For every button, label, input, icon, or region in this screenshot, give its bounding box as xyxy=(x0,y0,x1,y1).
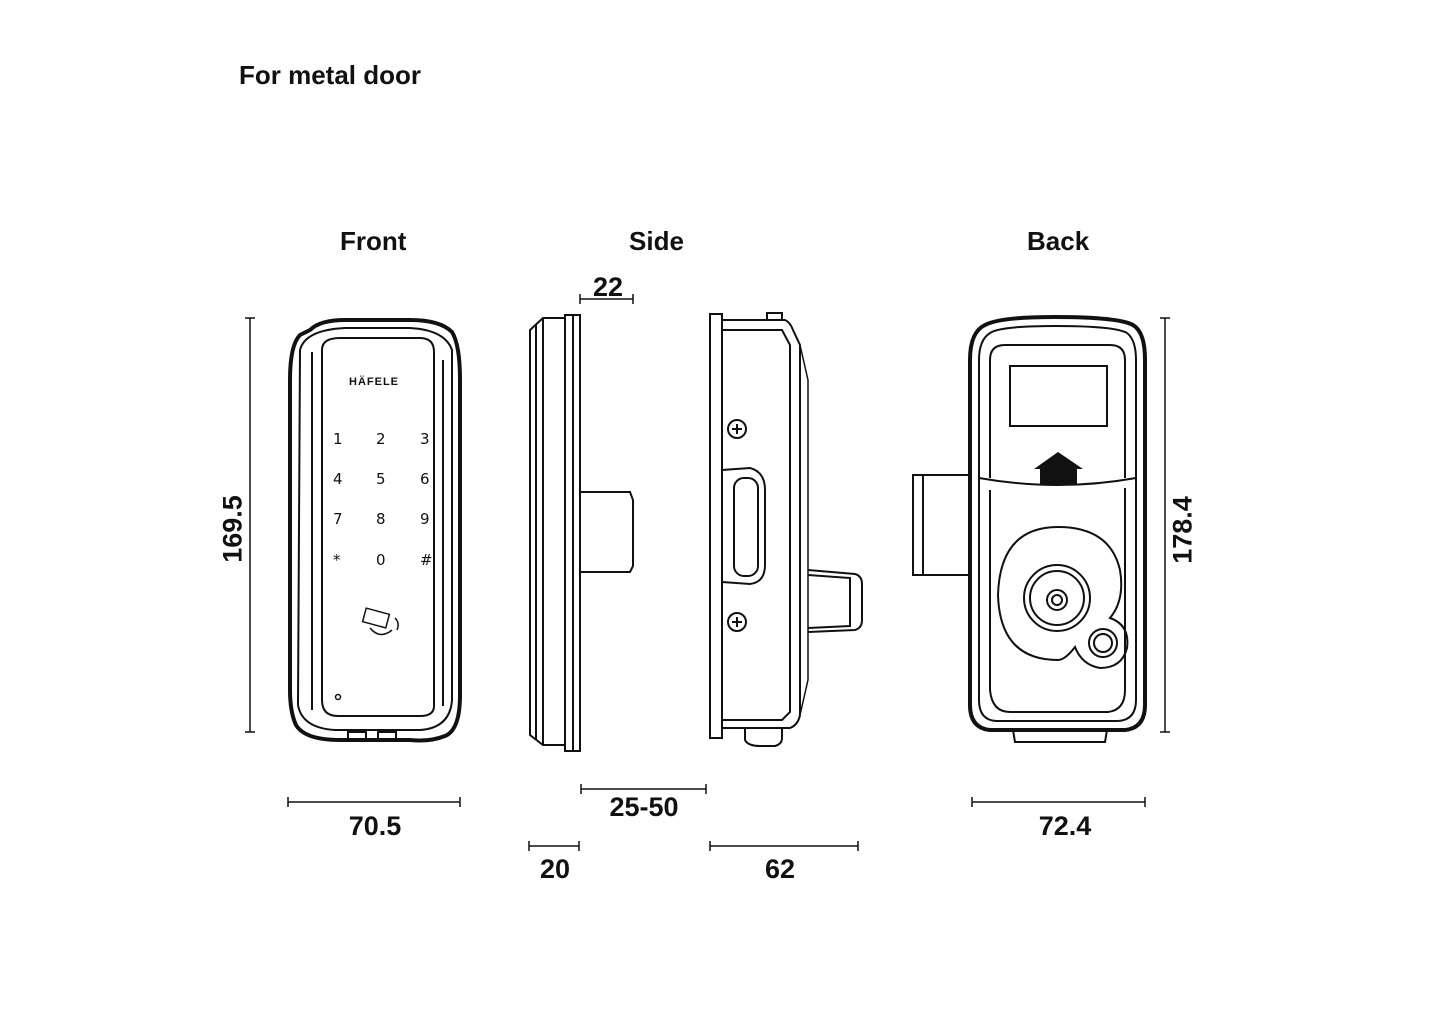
back-view-drawing xyxy=(912,314,1170,807)
page-title: For metal door xyxy=(239,60,422,90)
side-bottom-tab xyxy=(744,728,783,747)
back-bolt xyxy=(912,474,972,576)
side-back-depth-dimension-line xyxy=(709,841,859,851)
thumb-turn-icon xyxy=(996,525,1129,670)
front-bottom-tab-left xyxy=(347,731,367,741)
side-top-dimension-line xyxy=(579,294,634,304)
key-7[interactable]: 7 xyxy=(333,510,343,528)
strike-pocket xyxy=(721,466,766,586)
home-icon xyxy=(1034,452,1083,484)
back-height-dimension-line xyxy=(1160,317,1170,733)
key-1[interactable]: 1 xyxy=(333,430,343,448)
key-8[interactable]: 8 xyxy=(376,510,386,528)
side-top-label: 22 xyxy=(592,272,624,302)
thumb-turn-knob xyxy=(807,569,863,633)
key-9[interactable]: 9 xyxy=(420,510,430,528)
key-hash[interactable]: # xyxy=(420,551,433,569)
key-0[interactable]: 0 xyxy=(376,551,386,569)
side-back-depth-label: 62 xyxy=(764,854,796,884)
door-thickness-dimension-line xyxy=(580,784,707,794)
front-bottom-tab-right xyxy=(377,731,397,741)
side-front-depth-label: 20 xyxy=(539,854,571,884)
screw-bottom-icon xyxy=(727,612,747,632)
front-view-drawing: HÄFELE 1 2 3 4 5 6 7 8 9 * 0 # xyxy=(245,317,462,807)
front-face-plate xyxy=(321,337,435,717)
door-thickness-label: 25-50 xyxy=(609,792,679,822)
battery-window xyxy=(1009,365,1108,427)
back-width-dimension-line xyxy=(971,797,1146,807)
back-view-label: Back xyxy=(1027,226,1090,256)
front-height-dimension-line xyxy=(245,317,255,733)
back-inner-shell xyxy=(978,324,1137,722)
key-5[interactable]: 5 xyxy=(376,470,386,488)
side-front-depth-dimension-line xyxy=(528,841,580,851)
key-3[interactable]: 3 xyxy=(420,430,430,448)
back-outer-shell xyxy=(968,314,1147,732)
side-view-label: Side xyxy=(629,226,684,256)
side-back-unit-drawing xyxy=(709,312,863,851)
back-separator xyxy=(978,477,1137,486)
key-2[interactable]: 2 xyxy=(376,430,386,448)
back-bottom-tab xyxy=(1012,729,1108,743)
front-width-dimension-line xyxy=(287,797,461,807)
keypad: 1 2 3 4 5 6 7 8 9 * 0 # xyxy=(333,430,433,569)
brand-logo: HÄFELE xyxy=(349,375,399,388)
card-reader-icon xyxy=(361,607,399,636)
front-inner-shell xyxy=(296,327,453,731)
front-width-label: 70.5 xyxy=(348,811,402,841)
side-front-bolt xyxy=(580,491,634,573)
status-led xyxy=(334,693,342,701)
side-back-plate xyxy=(709,313,723,739)
back-width-label: 72.4 xyxy=(1038,811,1092,841)
key-6[interactable]: 6 xyxy=(420,470,430,488)
key-star[interactable]: * xyxy=(333,551,341,569)
side-door-plate xyxy=(572,314,581,752)
side-front-unit-drawing xyxy=(528,294,707,851)
key-4[interactable]: 4 xyxy=(333,470,343,488)
screw-top-icon xyxy=(727,419,747,439)
front-outer-shell xyxy=(288,318,462,743)
front-view-label: Front xyxy=(340,226,407,256)
side-front-plate xyxy=(564,314,574,752)
